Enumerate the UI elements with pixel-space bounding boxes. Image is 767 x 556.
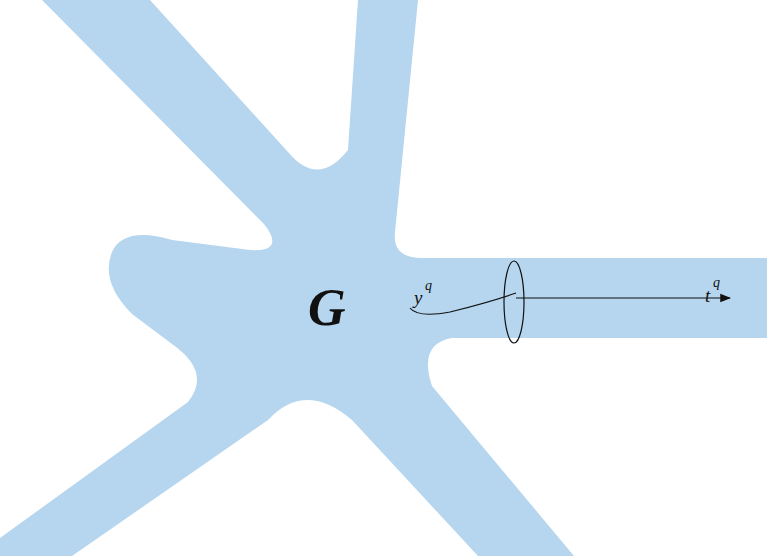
t-axis-arrow [516,297,730,298]
graph-label: G [308,282,346,334]
cut-circle [504,261,524,343]
superscript-label: q [713,276,720,290]
y-curve [410,293,516,314]
superscript-label: q [425,279,432,293]
variable-label: y [414,288,422,307]
variable-label: t [705,286,710,305]
